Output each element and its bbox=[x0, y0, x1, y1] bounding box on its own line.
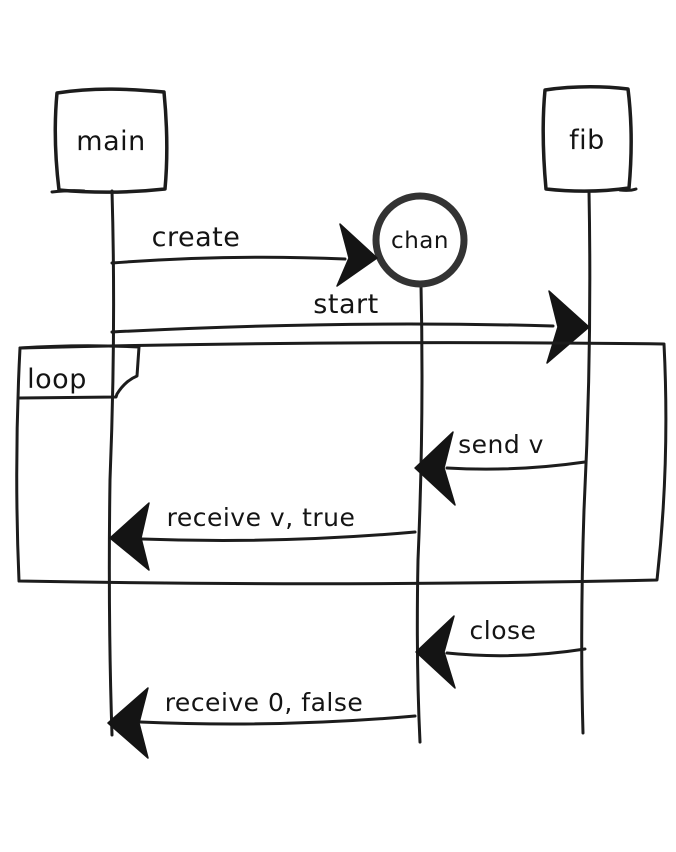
message-create-line bbox=[110, 255, 347, 265]
loop-fragment-tag bbox=[18, 344, 141, 400]
message-send-arrowhead bbox=[414, 431, 456, 506]
message-close-label: close bbox=[470, 616, 537, 645]
message-receive-v-label: receive v, true bbox=[167, 503, 356, 532]
message-create-arrowhead bbox=[336, 223, 378, 287]
participant-main-box-overshoot bbox=[50, 189, 86, 194]
participant-fib-box-overshoot bbox=[618, 187, 638, 192]
participant-fib-box bbox=[541, 85, 633, 193]
message-receive-zero-arrowhead bbox=[107, 687, 149, 759]
lifeline-fib bbox=[580, 189, 592, 735]
participant-fib-label: fib bbox=[569, 125, 605, 156]
message-receive-v-line bbox=[140, 530, 417, 542]
participant-chan-label: chan bbox=[391, 228, 449, 254]
participant-chan-circle bbox=[372, 192, 468, 288]
message-send-line bbox=[445, 460, 587, 471]
message-close-arrowhead bbox=[415, 615, 456, 689]
message-start-line bbox=[110, 322, 555, 334]
participant-main-box bbox=[53, 87, 169, 194]
loop-fragment-box bbox=[15, 341, 668, 586]
loop-fragment-label: loop bbox=[27, 364, 87, 395]
lifeline-main bbox=[107, 189, 116, 737]
lifeline-chan bbox=[415, 283, 424, 744]
message-start-arrowhead bbox=[546, 290, 590, 364]
message-create-label: create bbox=[152, 222, 241, 253]
message-close-line bbox=[445, 647, 587, 658]
message-send-label: send v bbox=[458, 430, 544, 459]
message-receive-zero-line bbox=[138, 714, 417, 726]
message-receive-v-arrowhead bbox=[109, 502, 150, 571]
message-start-label: start bbox=[313, 289, 378, 320]
participant-main-label: main bbox=[76, 126, 145, 157]
message-receive-zero-label: receive 0, false bbox=[165, 688, 364, 717]
